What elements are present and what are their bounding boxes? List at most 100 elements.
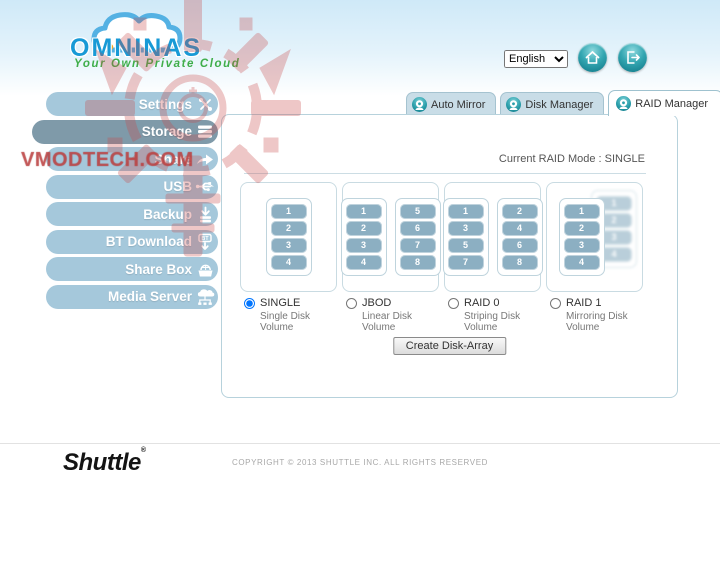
raid-option-raid0[interactable]: RAID 0 Striping Disk Volume	[444, 297, 541, 333]
media-server-icon	[195, 287, 215, 307]
bt-download-icon: BT	[195, 232, 215, 252]
sidebar-item-settings[interactable]: Settings	[46, 92, 218, 116]
sidebar-item-bt-download[interactable]: BT Download BT	[46, 229, 218, 254]
sidebar-item-usb[interactable]: USB	[46, 174, 218, 199]
disk-block: 1	[345, 204, 382, 219]
raid-option-description: Linear Disk Volume	[362, 311, 413, 333]
disk-icon	[412, 97, 427, 112]
disk-column: 1 2 3 4	[340, 198, 387, 276]
language-select[interactable]: English	[504, 50, 568, 68]
current-raid-mode: Current RAID Mode : SINGLE	[498, 153, 645, 165]
shuttle-logo: Shuttle®	[63, 447, 146, 477]
disk-block: 1	[563, 204, 600, 219]
radio-raid1[interactable]	[550, 297, 561, 309]
sidebar-item-media-server[interactable]: Media Server	[46, 284, 218, 309]
disk-icon	[616, 96, 632, 111]
disk-block: 2	[501, 204, 538, 219]
disk-block: 4	[563, 255, 600, 270]
disk-block: 2	[596, 213, 632, 228]
sidebar-item-backup[interactable]: Backup	[46, 202, 218, 226]
sidebar-item-label: Storage	[141, 124, 192, 139]
disk-block: 4	[345, 255, 382, 270]
sidebar-item-label: Share Box	[125, 261, 192, 277]
sidebar-item-share-box[interactable]: Share Box	[46, 257, 218, 281]
sidebar-item-share[interactable]: Share	[46, 147, 218, 171]
create-disk-array-button[interactable]: Create Disk-Array	[392, 337, 507, 355]
tab-raid-manager[interactable]: RAID Manager	[608, 90, 720, 116]
tools-icon	[195, 94, 215, 114]
share-box-icon	[195, 259, 215, 279]
backup-icon	[195, 204, 215, 224]
disk-block: 4	[596, 247, 632, 262]
raid-option-jbod[interactable]: JBOD Linear Disk Volume	[342, 297, 439, 333]
disk-block: 1	[270, 204, 307, 219]
disk-block: 1	[447, 204, 484, 219]
radio-single[interactable]	[244, 297, 255, 309]
logout-icon	[627, 51, 640, 64]
raid-option-description: Striping Disk Volume	[464, 311, 521, 333]
home-icon	[585, 51, 600, 64]
sidebar-item-label: USB	[163, 179, 192, 194]
sidebar-item-label: BT Download	[105, 234, 192, 249]
disk-array-single: 1 2 3 4	[240, 182, 337, 292]
share-arrow-icon	[195, 149, 215, 169]
disk-block: 4	[270, 255, 307, 270]
disk-block: 7	[399, 238, 436, 253]
omninas-logo: OMNINAS Your Own Private Cloud	[52, 4, 239, 74]
tab-label: Disk Manager	[525, 98, 594, 111]
raid-option-raid1[interactable]: RAID 1 Mirroring Disk Volume	[546, 297, 643, 333]
disk-block: 6	[501, 238, 538, 253]
raid-option-name: SINGLE	[260, 297, 301, 309]
disk-block: 2	[345, 221, 382, 236]
tab-label: RAID Manager	[635, 97, 709, 110]
disk-block: 6	[399, 221, 436, 236]
disk-block: 2	[563, 221, 600, 236]
home-button[interactable]	[578, 43, 607, 72]
registered-mark: ®	[140, 447, 146, 454]
panel-divider	[244, 173, 646, 174]
disk-block: 4	[501, 221, 538, 236]
radio-jbod[interactable]	[346, 297, 357, 309]
sidebar-item-label: Settings	[138, 96, 192, 112]
sidebar-item-storage[interactable]: Storage	[32, 119, 218, 144]
disks-icon	[195, 122, 215, 142]
sidebar-item-label: Media Server	[107, 289, 192, 304]
raid-option-description: Mirroring Disk Volume	[566, 311, 628, 333]
disk-block: 2	[270, 221, 307, 236]
raid-option-row: JBOD	[346, 297, 439, 309]
copyright-text: COPYRIGHT © 2013 SHUTTLE INC. ALL RIGHTS…	[231, 458, 489, 467]
svg-text:BT: BT	[201, 236, 209, 242]
tab-auto-mirror[interactable]: Auto Mirror	[406, 92, 497, 116]
tab-label: Auto Mirror	[431, 98, 486, 111]
sidebar-item-label: Backup	[143, 206, 192, 222]
cloud-icon	[91, 12, 183, 53]
disk-block: 7	[447, 255, 484, 270]
disk-block: 1	[596, 196, 632, 211]
tab-disk-manager[interactable]: Disk Manager	[500, 92, 605, 116]
disk-block: 3	[270, 238, 307, 253]
disk-block: 8	[399, 255, 436, 270]
brand-text: OMNINAS	[70, 34, 203, 62]
raid-option-row: RAID 0	[448, 297, 541, 309]
disk-block: 3	[345, 238, 382, 253]
disk-block: 3	[447, 221, 484, 236]
usb-icon	[195, 177, 215, 197]
radio-raid0[interactable]	[448, 297, 459, 309]
raid-option-row: RAID 1	[550, 297, 643, 309]
logout-button[interactable]	[618, 43, 647, 72]
sidebar-item-label: Share	[154, 151, 192, 167]
disk-block: 3	[596, 230, 632, 245]
